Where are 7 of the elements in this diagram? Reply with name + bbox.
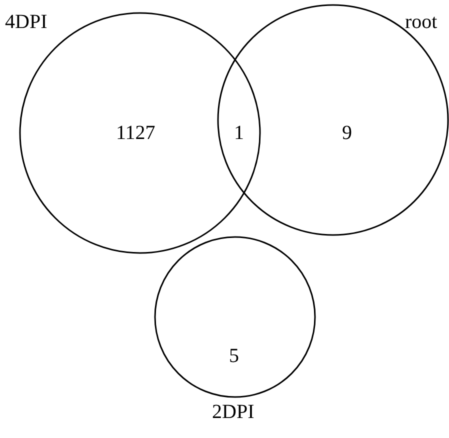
count-label: 1 (234, 123, 244, 143)
set-label: root (405, 12, 438, 32)
set-label: 2DPI (212, 402, 254, 422)
count-label: 1127 (116, 123, 156, 143)
count-label: 9 (342, 123, 352, 143)
set-label: 4DPI (5, 12, 48, 32)
count-label: 5 (229, 346, 239, 366)
